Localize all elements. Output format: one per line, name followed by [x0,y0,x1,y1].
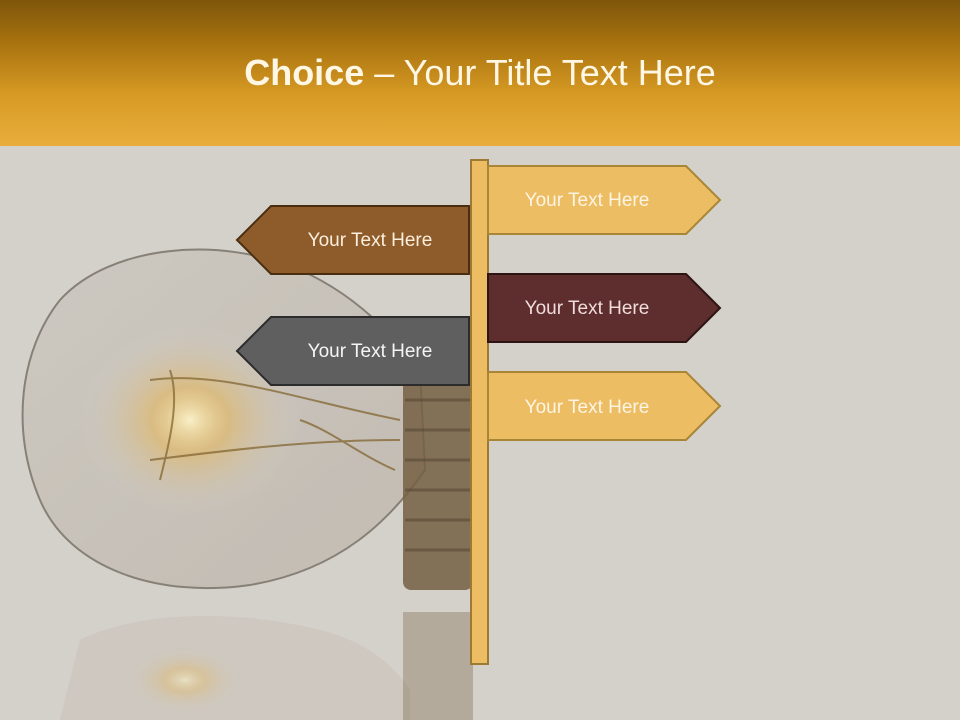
sign-post [470,159,489,665]
sign-2-label: Your Text Here [308,230,433,251]
sign-5-label: Your Text Here [525,397,650,418]
title-banner: Choice – Your Title Text Here [0,0,960,146]
signpost-arrow-3: Your Text Here [487,273,722,343]
signpost-arrow-5: Your Text Here [487,371,722,441]
sign-3-label: Your Text Here [525,298,650,319]
sign-1-label: Your Text Here [525,190,650,211]
slide-canvas: Your Text Here Your Text Here Your Text … [0,146,960,720]
signpost-arrow-1: Your Text Here [487,165,722,235]
sign-4-label: Your Text Here [308,341,433,362]
signpost-arrow-4: Your Text Here [235,316,470,386]
signpost-arrow-2: Your Text Here [235,205,470,275]
title-bold: Choice [244,52,365,93]
title-rest: – Your Title Text Here [364,52,716,93]
slide-title: Choice – Your Title Text Here [0,52,960,94]
